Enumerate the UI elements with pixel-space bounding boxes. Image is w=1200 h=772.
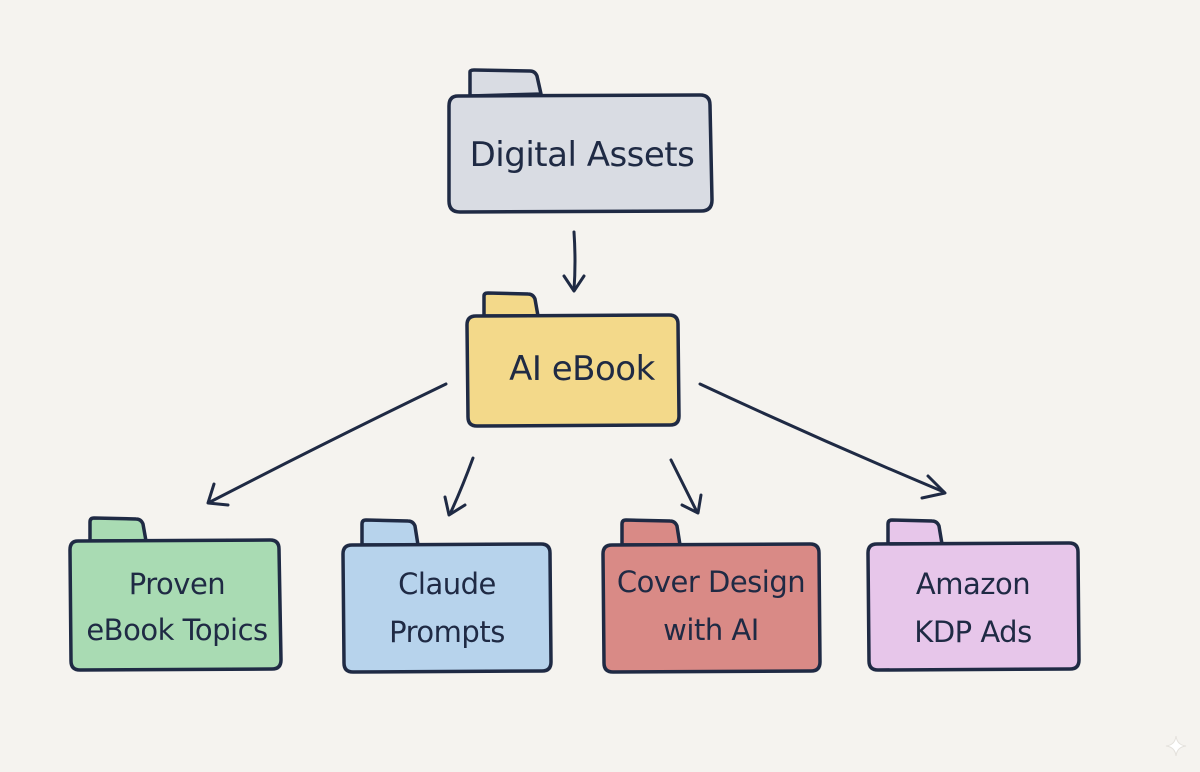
folder-label-line-1: Cover Design bbox=[617, 565, 805, 599]
folder-proven-ebook-topics[interactable]: Proven eBook Topics bbox=[68, 516, 283, 672]
folder-body bbox=[68, 538, 283, 672]
folder-body bbox=[866, 541, 1081, 672]
edge-hub-to-proven-ebook-topics bbox=[206, 382, 448, 507]
edge-hub-to-claude-prompts bbox=[443, 456, 475, 517]
folder-label-line-2: eBook Topics bbox=[86, 613, 267, 647]
folder-tab bbox=[620, 518, 682, 547]
folder-ai-ebook[interactable]: AI eBook bbox=[465, 291, 681, 428]
folder-label-line-2: KDP Ads bbox=[914, 615, 1031, 649]
edges bbox=[206, 230, 947, 517]
folder-label-line-2: Prompts bbox=[389, 615, 505, 649]
folder-body bbox=[601, 542, 822, 674]
folder-label: Digital Assets bbox=[470, 135, 695, 175]
folder-tab bbox=[886, 518, 944, 546]
folder-tab bbox=[360, 518, 420, 547]
folder-tab bbox=[468, 68, 543, 98]
folder-tab bbox=[88, 516, 148, 543]
folder-label-line-1: Proven bbox=[129, 567, 225, 601]
edge-root-to-hub bbox=[562, 230, 586, 293]
folder-label-line-1: Claude bbox=[398, 567, 496, 601]
folder-amazon-kdp-ads[interactable]: Amazon KDP Ads bbox=[866, 518, 1081, 672]
folder-digital-assets[interactable]: Digital Assets bbox=[447, 68, 714, 214]
edge-hub-to-cover-design bbox=[669, 458, 703, 515]
folder-cover-design-with-ai[interactable]: Cover Design with AI bbox=[601, 518, 822, 674]
folder-label: AI eBook bbox=[509, 349, 655, 389]
folder-tab bbox=[482, 291, 540, 318]
folder-label-line-2: with AI bbox=[663, 613, 759, 647]
sparkle-icon bbox=[1165, 735, 1187, 757]
folder-label-line-1: Amazon bbox=[916, 567, 1030, 601]
edge-hub-to-amazon-kdp-ads bbox=[698, 382, 947, 500]
folder-claude-prompts[interactable]: Claude Prompts bbox=[341, 518, 553, 674]
folder-body bbox=[341, 542, 553, 674]
folder-body bbox=[447, 93, 714, 214]
folder-body bbox=[465, 313, 681, 428]
